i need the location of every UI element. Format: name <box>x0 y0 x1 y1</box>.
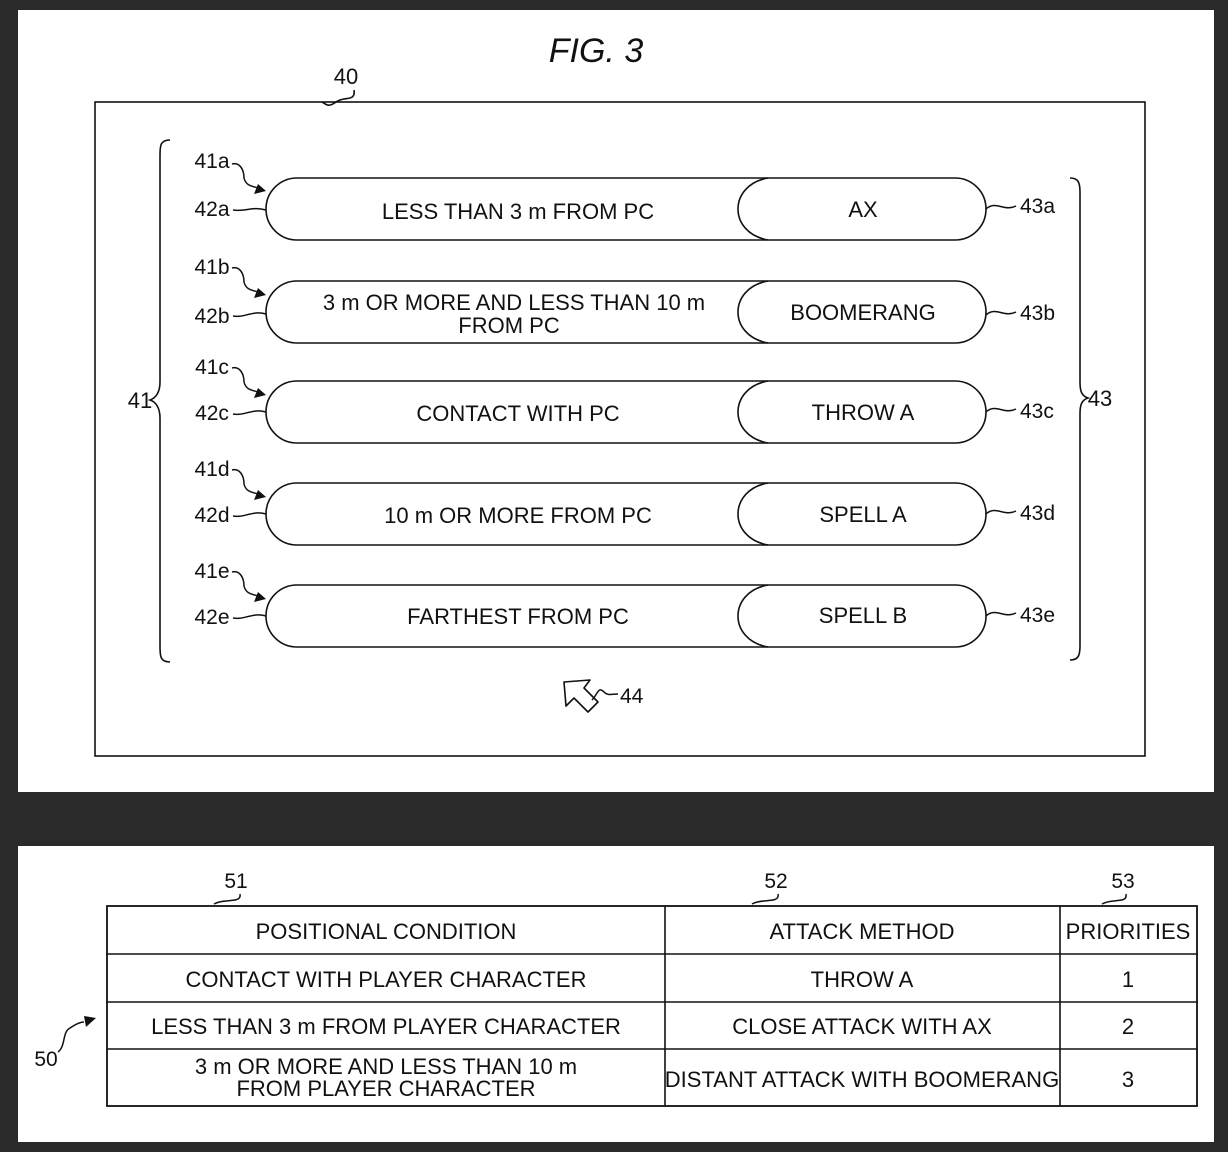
method-text: BOOMERANG <box>790 300 935 325</box>
method-ref-label: 43e <box>1020 604 1055 627</box>
figure-panel: FIG. 3 40 41 43 41a 42a LESS THAN 3 m FR… <box>18 10 1214 792</box>
table-ref-arrowhead <box>84 1016 96 1027</box>
row-ref-arrowhead <box>254 490 266 500</box>
table-cell-condition: LESS THAN 3 m FROM PLAYER CHARACTER <box>151 1014 621 1039</box>
row-ref-leader <box>231 570 259 597</box>
figure-title: FIG. 3 <box>549 32 644 70</box>
table-cell-priority: 3 <box>1122 1067 1134 1092</box>
row-ref-leader <box>231 162 259 189</box>
table-header-cell: ATTACK METHOD <box>770 919 955 944</box>
method-divider <box>737 280 769 344</box>
method-text: AX <box>848 197 878 222</box>
row-ref-arrowhead <box>254 592 266 602</box>
table-header-cell: PRIORITIES <box>1066 919 1191 944</box>
row-ref-label: 41a <box>194 150 229 173</box>
condition-ref-leader <box>232 312 267 318</box>
method-ref-label: 43b <box>1020 302 1055 325</box>
table-cell-method: CLOSE ATTACK WITH AX <box>732 1014 992 1039</box>
method-ref-label: 43d <box>1020 502 1055 525</box>
screen-ref-leader <box>321 89 355 106</box>
method-ref-leader <box>985 204 1017 210</box>
screen-ref-label: 40 <box>334 64 358 89</box>
method-ref-label: 43a <box>1020 195 1055 218</box>
condition-ref-label: 42b <box>194 305 229 328</box>
table-cell-method: THROW A <box>811 967 914 992</box>
table-cell-method: DISTANT ATTACK WITH BOOMERANG <box>665 1067 1059 1092</box>
condition-text: FARTHEST FROM PC <box>407 604 629 629</box>
column-ref-label: 53 <box>1111 870 1134 893</box>
figure-diagram: FIG. 3 40 41 43 41a 42a LESS THAN 3 m FR… <box>94 32 1146 757</box>
condition-ref-label: 42d <box>194 504 229 527</box>
method-divider <box>737 584 769 648</box>
screen-frame <box>94 101 1146 757</box>
condition-ref-leader <box>232 207 267 212</box>
method-divider <box>737 482 769 546</box>
row-ref-leader <box>231 366 259 393</box>
methods-ref-label: 43 <box>1088 386 1112 411</box>
row-ref-arrowhead <box>254 288 266 298</box>
cursor-ref-label: 44 <box>620 685 644 708</box>
condition-text: LESS THAN 3 m FROM PC <box>382 199 654 224</box>
condition-row: 41e 42e FARTHEST FROM PC SPELL B 43e <box>194 560 1055 648</box>
condition-ref-leader <box>232 512 267 518</box>
column-ref-label: 52 <box>764 870 787 893</box>
method-text: SPELL B <box>819 603 907 628</box>
cursor-ref-leader <box>591 689 619 701</box>
method-text: SPELL A <box>819 502 907 527</box>
method-ref-leader <box>985 407 1017 413</box>
table-cell-condition: CONTACT WITH PLAYER CHARACTER <box>186 967 587 992</box>
condition-ref-leader <box>232 410 267 416</box>
table-cell-priority: 2 <box>1122 1014 1134 1039</box>
table-cell-priority: 1 <box>1122 967 1134 992</box>
method-ref-leader <box>985 611 1017 617</box>
priority-table: 51 52 53 50 POSITIONAL CONDITION ATTACK … <box>34 870 1198 1107</box>
method-divider <box>737 177 769 241</box>
row-ref-leader <box>231 266 259 293</box>
condition-text: 10 m OR MORE FROM PC <box>384 503 652 528</box>
column-ref-label: 51 <box>224 870 247 893</box>
method-ref-leader <box>985 310 1017 316</box>
column-ref-leader <box>1101 893 1127 905</box>
row-ref-label: 41e <box>194 560 229 583</box>
row-ref-label: 41d <box>194 458 229 481</box>
table-header-cell: POSITIONAL CONDITION <box>256 919 517 944</box>
row-ref-arrowhead <box>254 388 266 398</box>
column-ref-leader <box>213 893 241 905</box>
condition-ref-label: 42e <box>194 606 229 629</box>
row-ref-arrowhead <box>254 184 266 194</box>
condition-row: 41d 42d 10 m OR MORE FROM PC SPELL A 43d <box>194 458 1055 546</box>
condition-ref-label: 42c <box>195 402 229 425</box>
row-ref-leader <box>231 468 259 495</box>
condition-row: 41c 42c CONTACT WITH PC THROW A 43c <box>195 356 1054 444</box>
table-ref-leader <box>57 1021 85 1053</box>
method-divider <box>737 380 769 444</box>
condition-ref-label: 42a <box>194 198 229 221</box>
condition-text: CONTACT WITH PC <box>416 401 619 426</box>
table-frame <box>106 905 1198 1107</box>
cursor-icon <box>563 679 599 713</box>
conditions-brace <box>147 139 171 663</box>
condition-row: 41a 42a LESS THAN 3 m FROM PC AX 43a <box>194 150 1055 241</box>
table-panel: 51 52 53 50 POSITIONAL CONDITION ATTACK … <box>18 846 1214 1142</box>
method-ref-leader <box>985 509 1017 515</box>
condition-pill <box>265 280 987 344</box>
methods-brace <box>1069 177 1091 661</box>
method-ref-label: 43c <box>1020 400 1054 423</box>
condition-ref-leader <box>232 614 267 620</box>
method-text: THROW A <box>812 400 915 425</box>
row-ref-label: 41b <box>194 256 229 279</box>
table-ref-label: 50 <box>34 1048 57 1071</box>
row-ref-label: 41c <box>195 356 229 379</box>
column-ref-leader <box>751 893 779 905</box>
conditions-ref-label: 41 <box>128 388 152 413</box>
